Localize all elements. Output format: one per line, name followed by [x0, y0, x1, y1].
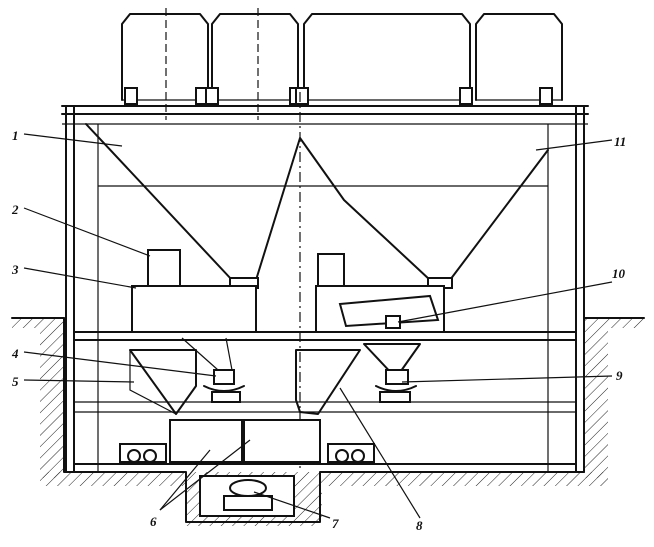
callout-1: 1	[12, 128, 19, 143]
screen-right	[315, 253, 445, 333]
callout-4: 4	[11, 346, 19, 361]
callout-9: 9	[616, 368, 623, 383]
mine-cars	[99, 419, 441, 465]
secondary-hoppers	[129, 337, 421, 415]
callout-10: 10	[612, 266, 626, 281]
building-frame	[61, 92, 589, 473]
callout-11: 11	[614, 134, 626, 149]
railcar-3	[295, 13, 473, 105]
callout-2: 2	[11, 202, 19, 217]
callout-5: 5	[12, 374, 19, 389]
railcars	[121, 8, 563, 120]
callout-labels: 1 2 3 4 5 6 7 8 9 10 11	[11, 128, 626, 533]
callout-3: 3	[11, 262, 19, 277]
leader-lines	[23, 133, 613, 519]
callout-8: 8	[416, 518, 423, 533]
railcar-1	[121, 13, 209, 105]
railcar-2	[205, 13, 303, 105]
pit-unit	[199, 475, 295, 517]
callout-6: 6	[150, 514, 157, 529]
callout-7: 7	[332, 516, 339, 531]
crusher-left	[131, 249, 257, 333]
railcar-4	[475, 13, 563, 105]
